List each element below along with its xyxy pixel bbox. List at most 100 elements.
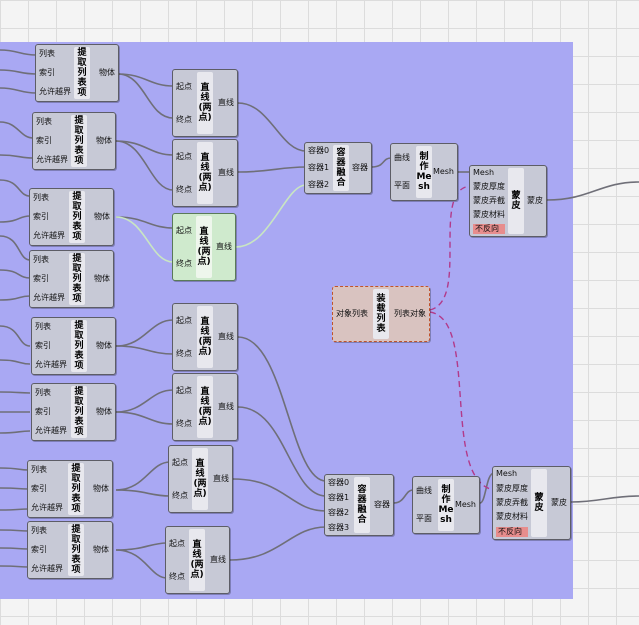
port-label[interactable]: 直线	[218, 402, 234, 411]
node-line-5[interactable]: 起点终点 直线(两点) 直线	[168, 445, 233, 513]
port-label[interactable]: 索引	[31, 544, 47, 554]
port-label[interactable]: 平面	[394, 181, 410, 190]
port-label[interactable]: 直线	[216, 242, 232, 251]
port-label[interactable]: 物体	[96, 341, 112, 350]
node-make-mesh-bottom[interactable]: 曲线平面 制作Mesh Mesh	[412, 476, 480, 534]
node-make-mesh-top[interactable]: 曲线平面 制作Mesh Mesh	[390, 143, 458, 201]
port-label[interactable]: Mesh	[496, 469, 518, 479]
port-label-warning[interactable]: 不反向	[473, 224, 505, 234]
port-label[interactable]: 容器1	[308, 162, 330, 172]
port-label[interactable]: 容器0	[328, 477, 350, 487]
port-label[interactable]: 起点	[176, 385, 192, 395]
port-label[interactable]: 允许越界	[36, 154, 68, 164]
node-line-4[interactable]: 起点终点 直线(两点) 直线	[172, 373, 238, 441]
port-label[interactable]: 物体	[93, 545, 109, 554]
port-label[interactable]: 蒙皮厚度	[496, 483, 528, 493]
node-list-item-6[interactable]: 列表索引允许越界 提取列表项 物体	[31, 383, 116, 441]
port-label[interactable]: 终点	[176, 258, 192, 268]
node-load-list[interactable]: 对象列表 装载列表 列表对象	[332, 286, 430, 342]
port-label[interactable]: 列表	[31, 465, 47, 475]
port-label[interactable]: 允许越界	[33, 292, 65, 302]
port-label[interactable]: 直线	[218, 98, 234, 107]
port-label[interactable]: 容器3	[328, 522, 350, 532]
port-label[interactable]: Mesh	[432, 167, 454, 176]
port-label[interactable]: 容器	[352, 163, 368, 172]
port-label[interactable]: 索引	[33, 211, 49, 221]
port-label[interactable]: 蒙皮材料	[496, 512, 528, 522]
port-label[interactable]: 起点	[176, 225, 192, 235]
node-list-item-4[interactable]: 列表索引允许越界 提取列表项 物体	[29, 250, 114, 308]
port-label[interactable]: 终点	[176, 114, 192, 124]
port-label[interactable]: 曲线	[394, 153, 410, 162]
node-line-1[interactable]: 起点终点 直线(两点) 直线	[172, 69, 238, 137]
port-label[interactable]: 索引	[33, 273, 49, 283]
port-label[interactable]: 列表	[35, 388, 51, 398]
port-label[interactable]: 蒙皮弄截	[496, 497, 528, 507]
port-label[interactable]: 蒙皮弄截	[473, 196, 505, 205]
port-label[interactable]: 起点	[169, 538, 185, 548]
port-label-warning[interactable]: 不反向	[496, 526, 528, 537]
port-label[interactable]: 列表	[35, 322, 51, 332]
port-label[interactable]: 列表	[31, 526, 47, 536]
port-label[interactable]: 列表	[33, 193, 49, 203]
port-label[interactable]: 物体	[93, 484, 109, 493]
port-label[interactable]: 平面	[416, 514, 432, 523]
port-label[interactable]: 容器2	[308, 179, 330, 189]
port-label[interactable]: 索引	[39, 67, 55, 77]
port-label[interactable]: Mesh	[473, 168, 495, 177]
port-label[interactable]: 终点	[172, 490, 188, 500]
port-label[interactable]: 索引	[35, 406, 51, 416]
port-label[interactable]: 允许越界	[31, 502, 63, 512]
port-label[interactable]: 容器0	[308, 146, 330, 156]
port-label[interactable]: 物体	[96, 407, 112, 416]
port-label[interactable]: 直线	[218, 332, 234, 341]
port-label[interactable]: 终点	[176, 184, 192, 194]
node-line-6[interactable]: 起点终点 直线(两点) 直线	[165, 526, 230, 594]
port-label[interactable]: 列表	[33, 255, 49, 265]
node-line-3[interactable]: 起点终点 直线(两点) 直线	[172, 303, 238, 371]
port-label[interactable]: 容器	[374, 500, 390, 509]
port-label[interactable]: 索引	[35, 340, 51, 350]
port-label[interactable]: 蒙皮厚度	[473, 182, 505, 191]
port-label[interactable]: 蒙皮	[527, 196, 543, 205]
port-label[interactable]: 终点	[176, 348, 192, 358]
port-label[interactable]: 起点	[172, 457, 188, 467]
port-label[interactable]: 蒙皮	[551, 498, 567, 507]
port-label[interactable]: 允许越界	[33, 230, 65, 240]
port-label[interactable]: 物体	[94, 274, 110, 283]
port-label[interactable]: 物体	[96, 136, 112, 145]
port-label[interactable]: Mesh	[454, 500, 476, 509]
port-label[interactable]: 直线	[210, 555, 226, 564]
port-label[interactable]: 起点	[176, 151, 192, 161]
port-label[interactable]: 允许越界	[39, 86, 71, 96]
node-list-item-3[interactable]: 列表索引允许越界 提取列表项 物体	[29, 188, 114, 246]
port-label[interactable]: 列表	[36, 117, 52, 127]
port-label[interactable]: 物体	[99, 68, 115, 77]
port-label[interactable]: 终点	[169, 571, 185, 581]
node-list-item-8[interactable]: 列表索引允许越界 提取列表项 物体	[27, 521, 113, 579]
node-list-item-1[interactable]: 列表索引允许越界 提取列表项 物体	[35, 44, 119, 102]
port-label[interactable]: 终点	[176, 418, 192, 428]
node-line-2[interactable]: 起点终点 直线(两点) 直线	[172, 139, 238, 207]
port-label[interactable]: 物体	[94, 212, 110, 221]
port-label[interactable]: 索引	[31, 483, 47, 493]
port-label[interactable]: 允许越界	[35, 425, 67, 435]
node-list-item-2[interactable]: 列表索引允许越界 提取列表项 物体	[32, 112, 116, 170]
port-label[interactable]: 索引	[36, 135, 52, 145]
port-label[interactable]: 起点	[176, 81, 192, 91]
port-label[interactable]: 蒙皮材料	[473, 210, 505, 219]
port-label[interactable]: 直线	[218, 168, 234, 177]
node-line-selected[interactable]: 起点终点 直线(两点) 直线	[172, 213, 236, 281]
port-label[interactable]: 对象列表	[336, 309, 368, 318]
node-list-item-7[interactable]: 列表索引允许越界 提取列表项 物体	[27, 460, 113, 518]
port-label[interactable]: 起点	[176, 315, 192, 325]
port-label[interactable]: 容器1	[328, 492, 350, 502]
port-label[interactable]: 曲线	[416, 486, 432, 495]
port-label[interactable]: 列表对象	[394, 309, 426, 318]
port-label[interactable]: 列表	[39, 49, 55, 59]
port-label[interactable]: 允许越界	[31, 563, 63, 573]
